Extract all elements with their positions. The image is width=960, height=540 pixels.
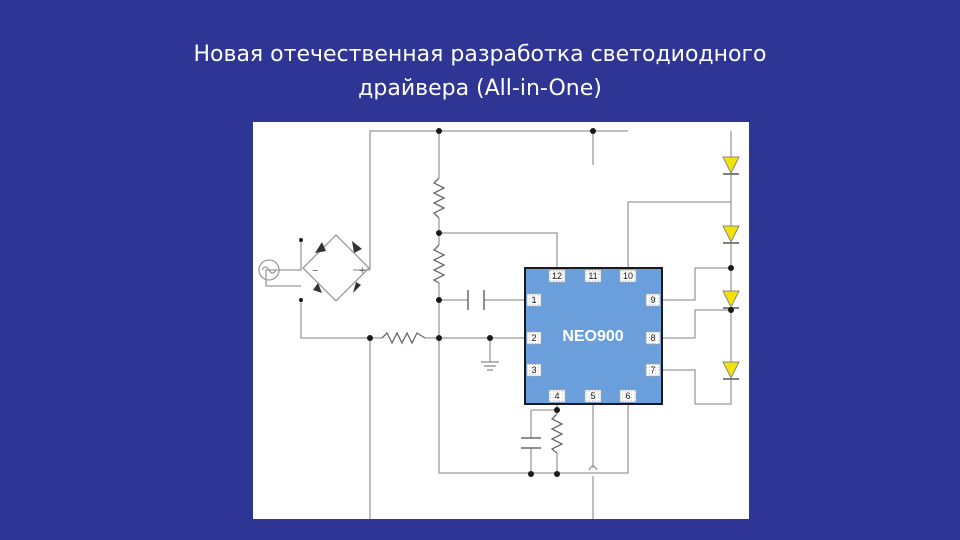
led-4	[722, 361, 740, 380]
pin-4-pad	[548, 389, 566, 403]
led-1	[722, 156, 740, 175]
pin-10-label: 10	[623, 271, 633, 281]
pin-11-label: 11	[588, 271, 597, 281]
pin-2-label: 2	[531, 333, 536, 343]
pin-3-pad	[526, 363, 542, 377]
junction-dots	[299, 128, 734, 477]
pin-1-pad	[526, 293, 542, 307]
pin-10-pad	[619, 269, 637, 283]
svg-text:−: −	[312, 265, 318, 277]
circuit-svg: + −	[258, 128, 740, 519]
pin-9-label: 9	[650, 295, 655, 305]
ground-symbol	[481, 361, 499, 371]
slide-title: Новая отечественная разработка светодиод…	[0, 38, 960, 106]
pin-3-label: 3	[531, 365, 536, 375]
pin-6-label: 6	[625, 391, 630, 401]
bridge-rectifier: + −	[302, 234, 370, 302]
circuit-schematic: + −	[253, 122, 749, 519]
title-line-2: драйвера (All-in-One)	[358, 76, 602, 101]
pin-2-pad	[526, 331, 542, 345]
led-2	[722, 225, 740, 244]
pin-12-pad	[548, 269, 566, 283]
pin-7-pad	[645, 363, 661, 377]
pin-1-label: 1	[531, 295, 536, 305]
pin-8-label: 8	[650, 333, 655, 343]
resistors	[381, 177, 564, 454]
led-string	[722, 156, 740, 380]
pin-9-pad	[645, 293, 661, 307]
pin-7-label: 7	[650, 365, 655, 375]
capacitors	[467, 290, 541, 449]
led-3	[722, 290, 740, 309]
chip-label: NEO900	[562, 328, 623, 345]
neo900-chip: NEO900 12 11 10 1 2 3 9	[524, 267, 663, 405]
pin-8-pad	[645, 331, 661, 345]
pin-5-pad	[584, 389, 602, 403]
pin-6-pad	[619, 389, 637, 403]
ac-source	[258, 259, 280, 281]
title-line-1: Новая отечественная разработка светодиод…	[193, 42, 767, 67]
pin-5-label: 5	[590, 391, 595, 401]
wire-crossover	[588, 465, 598, 471]
pin-11-pad	[584, 269, 602, 283]
pin-4-label: 4	[554, 391, 559, 401]
svg-text:+: +	[359, 265, 365, 277]
pin-12-label: 12	[552, 271, 562, 281]
